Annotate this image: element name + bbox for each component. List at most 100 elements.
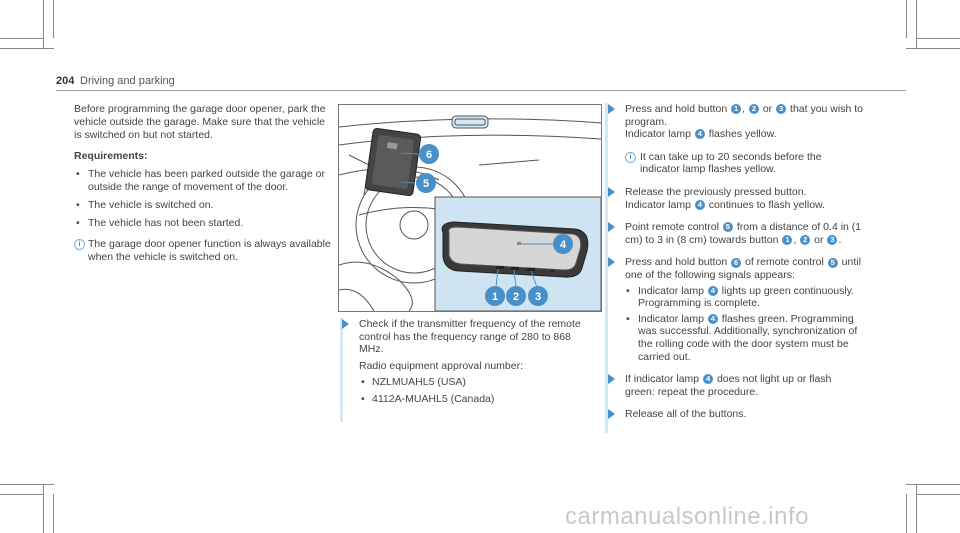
step-arrow-icon: [608, 257, 615, 268]
step-text: does not light up or flash green: repeat…: [625, 373, 832, 398]
step-text: or: [762, 103, 773, 115]
step-release: Release the previously pressed button. I…: [608, 185, 863, 211]
info-note-text: It can take up to 20 seconds before the …: [640, 150, 822, 176]
step-text: .: [838, 233, 842, 246]
illustration-garage-door-opener: 6 5 4 1 2 3: [338, 104, 602, 312]
crop-mark: [53, 494, 54, 533]
svg-text:3: 3: [535, 291, 541, 303]
callout-4-badge: 4: [694, 199, 705, 210]
crop-mark: [43, 0, 44, 48]
requirements-heading: Requirements:: [74, 149, 148, 162]
crop-mark: [0, 494, 44, 495]
callout-5-badge: 5: [722, 222, 733, 233]
svg-text:5: 5: [423, 178, 429, 190]
interior-drawing: 6 5 4 1 2 3: [339, 115, 601, 311]
callout-1-badge: 1: [782, 234, 793, 245]
crop-mark: [0, 38, 44, 39]
crop-mark: [916, 494, 960, 495]
info-note: i The garage door opener function is alw…: [74, 238, 332, 264]
requirement-item: The vehicle is switched on.: [74, 199, 332, 212]
step-arrow-icon: [608, 222, 615, 233]
step-press-hold: Press and hold button 1, 2 or 3 that you…: [608, 103, 863, 141]
step-text: ,: [793, 233, 797, 246]
step-repeat: If indicator lamp 4 does not light up or…: [608, 373, 863, 398]
page-number: 204: [56, 75, 75, 87]
step-text: that you wish to program.: [625, 103, 863, 128]
svg-text:6: 6: [426, 149, 432, 161]
crop-mark: [906, 0, 907, 38]
info-note: i It can take up to 20 seconds before th…: [625, 151, 863, 176]
step-text: If indicator lamp: [625, 373, 700, 386]
step-text: Press and hold button: [625, 256, 728, 269]
callout-4-badge: 4: [703, 374, 714, 385]
callout-5-badge: 5: [827, 257, 838, 268]
callout-2-badge: 2: [748, 104, 759, 115]
crop-mark: [0, 484, 54, 485]
step-arrow-icon: [608, 409, 615, 420]
crop-mark: [43, 484, 44, 533]
callout-5: 5: [416, 173, 436, 193]
callout-6-badge: 6: [731, 257, 742, 268]
svg-text:2: 2: [513, 291, 519, 303]
step-text: ,: [742, 103, 745, 115]
step-arrow-icon: [608, 374, 615, 385]
page-header: 204 Driving and parking: [56, 74, 906, 91]
callout-4: 4: [553, 234, 573, 254]
step-text: Check if the transmitter frequency of th…: [359, 318, 581, 356]
callout-2-badge: 2: [800, 234, 811, 245]
step-text: continues to flash yellow.: [708, 198, 825, 211]
step-text: Release the previously pressed button.: [625, 185, 807, 198]
callout-3-badge: 3: [827, 234, 838, 245]
step-arrow-icon: [608, 186, 615, 197]
step-text: until one of the following signals appea…: [625, 256, 861, 281]
signal-item: Indicator lamp 4 flashes green. Programm…: [625, 313, 863, 363]
callout-2: 2: [506, 286, 526, 306]
crop-mark: [906, 494, 907, 533]
remote-control: [364, 127, 422, 197]
approval-item: NZLMUAHL5 (USA): [359, 376, 598, 389]
approval-label: Radio equipment approval number:: [359, 359, 524, 372]
step-arrow-icon: [342, 319, 349, 329]
callout-3: 3: [528, 286, 548, 306]
step-text: flashes yellow.: [708, 128, 777, 141]
callout-4-badge: 4: [707, 313, 718, 324]
callout-3-badge: 3: [776, 104, 787, 115]
step-press-remote: Press and hold button 6 of remote contro…: [608, 256, 863, 363]
step-text: Indicator lamp: [625, 198, 691, 211]
column-left: Before programming the garage door opene…: [74, 103, 332, 264]
info-note-text: The garage door opener function is alway…: [88, 237, 331, 263]
approval-item: 4112A-MUAHL5 (Canada): [359, 393, 598, 406]
crop-mark: [0, 48, 54, 49]
step-release-all: Release all of the buttons.: [608, 408, 863, 421]
intro-text: Before programming the garage door opene…: [74, 103, 326, 142]
callout-4-badge: 4: [694, 129, 705, 140]
step-text: Indicator lamp: [638, 284, 704, 297]
step-text: Indicator lamp: [638, 312, 704, 325]
crop-mark: [916, 0, 917, 48]
requirement-item: The vehicle has not been started.: [74, 217, 332, 230]
svg-text:1: 1: [492, 291, 498, 303]
crop-mark: [916, 484, 917, 533]
step-text: Release all of the buttons.: [625, 408, 747, 421]
step-text: flashes green. Programming was successfu…: [638, 312, 858, 363]
info-icon: i: [625, 151, 636, 163]
column-right: Press and hold button 1, 2 or 3 that you…: [605, 103, 863, 433]
step-text: or: [814, 233, 824, 246]
crop-mark: [53, 0, 54, 38]
step-arrow-icon: [608, 104, 615, 114]
step-text: Point remote control: [625, 221, 719, 234]
section-title: Driving and parking: [80, 75, 175, 87]
svg-text:4: 4: [560, 239, 567, 251]
step-point-remote: Point remote control 5 from a distance o…: [608, 221, 863, 246]
rearview-mirror: [441, 221, 589, 278]
crop-mark: [916, 38, 960, 39]
step-text: Press and hold button: [625, 103, 728, 115]
callout-1-badge: 1: [731, 104, 742, 115]
callout-1: 1: [485, 286, 505, 306]
column-middle: Check if the transmitter frequency of th…: [340, 318, 598, 422]
step-text: from a distance of 0.4 in (1 cm) to 3 in…: [625, 221, 862, 246]
crop-mark: [906, 48, 960, 49]
watermark: carmanualsonline.info: [565, 503, 809, 530]
signal-item: Indicator lamp 4 lights up green continu…: [625, 285, 863, 310]
step-check-frequency: Check if the transmitter frequency of th…: [342, 318, 598, 356]
